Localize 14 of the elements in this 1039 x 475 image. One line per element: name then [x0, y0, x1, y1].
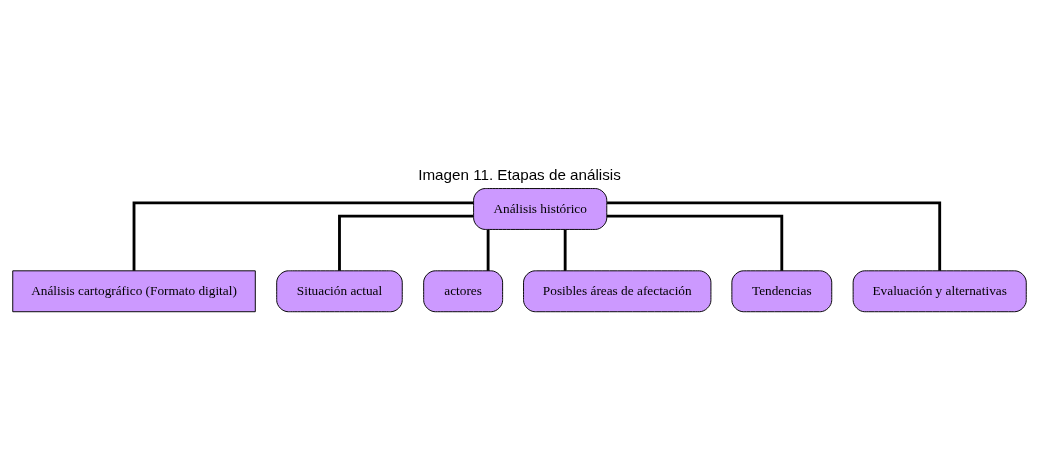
- node-box: Tendencias: [731, 269, 833, 312]
- node-box: Situación actual: [276, 269, 403, 312]
- node-box: actores: [423, 269, 504, 312]
- connector: [132, 200, 474, 271]
- node-box: Análisis histórico: [473, 187, 608, 230]
- connector: [338, 214, 474, 271]
- connector: [563, 229, 567, 271]
- diagram-title: Imagen 11. Etapas de análisis: [418, 165, 621, 183]
- node-box: Análisis cartográfico (Formato digital): [12, 269, 256, 312]
- connector: [486, 229, 490, 271]
- connector: [606, 214, 784, 271]
- connector: [607, 200, 942, 271]
- node-box: Evaluación y alternativas: [852, 269, 1027, 312]
- node-box: Posibles áreas de afectación: [523, 269, 712, 312]
